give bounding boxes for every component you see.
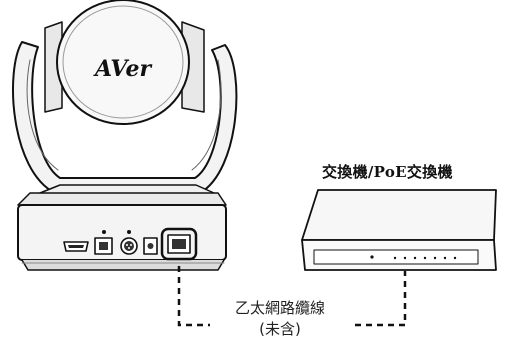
camera-arm: [12, 41, 238, 194]
lan-port: [160, 227, 198, 261]
network-switch: [301, 189, 497, 271]
dc-power-port: [143, 237, 158, 255]
camera-base-top: [17, 192, 227, 206]
usb-port: [94, 230, 113, 255]
camera-left-housing: [44, 21, 63, 113]
aver-logo: AVer: [93, 56, 153, 82]
svg-text:AVer: AVer: [93, 56, 153, 82]
switch-top: [301, 189, 497, 241]
cable-note: (未含): [259, 320, 301, 338]
ethernet-cable: [177, 266, 407, 327]
ptz-camera: AVer: [12, 0, 238, 271]
camera-neck: [39, 184, 215, 194]
switch-power-led: [370, 255, 374, 259]
camera-head: [56, 0, 190, 125]
rs232-port: [120, 230, 138, 255]
hdmi-port: [63, 241, 89, 252]
cable-label: 乙太網路纜線: [234, 299, 325, 317]
switch-label: 交換機/PoE交換機: [322, 163, 453, 181]
switch-port-leds: [393, 256, 457, 260]
